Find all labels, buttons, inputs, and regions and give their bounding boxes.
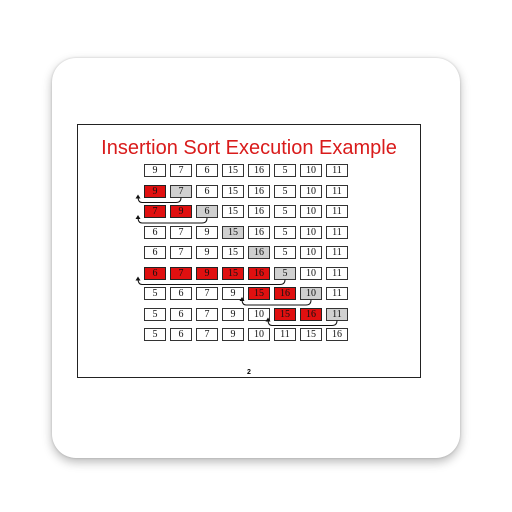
array-cell: 7 [170, 225, 192, 239]
array-cell: 7 [170, 246, 192, 259]
array-cell: 15 [274, 307, 296, 321]
array-cell: 7 [170, 266, 192, 280]
array-cell: 9 [222, 328, 244, 341]
arrow-head [135, 194, 141, 199]
array-cell: 6 [170, 328, 192, 341]
array-cell: 11 [326, 184, 348, 198]
array-cell: 16 [300, 307, 322, 321]
array-cell: 9 [144, 184, 166, 198]
array-cell: 5 [274, 246, 296, 259]
array-cell: 7 [170, 164, 192, 177]
array-cell: 10 [300, 164, 322, 177]
array-cell: 5 [274, 205, 296, 218]
array-cell: 16 [248, 246, 270, 259]
array-cell: 15 [222, 164, 244, 177]
array-cell: 11 [326, 287, 348, 300]
arrow-head [135, 276, 141, 281]
array-cell: 15 [222, 246, 244, 259]
array-cell: 6 [170, 307, 192, 321]
array-cell: 5 [274, 225, 296, 239]
array-cell: 15 [248, 287, 270, 300]
array-cell: 16 [248, 184, 270, 198]
array-cell: 10 [300, 205, 322, 218]
array-cell: 10 [300, 184, 322, 198]
array-cell: 5 [144, 328, 166, 341]
array-cell: 5 [274, 184, 296, 198]
array-cell: 10 [300, 287, 322, 300]
page-number: 2 [247, 369, 251, 376]
array-cell: 10 [300, 225, 322, 239]
array-cell: 7 [196, 287, 218, 300]
array-cell: 9 [144, 164, 166, 177]
array-cell: 16 [248, 266, 270, 280]
array-cell: 9 [222, 287, 244, 300]
array-cell: 9 [222, 307, 244, 321]
array-cell: 11 [326, 266, 348, 280]
array-cell: 9 [170, 205, 192, 218]
arrow-head [135, 215, 141, 219]
array-cell: 15 [222, 225, 244, 239]
array-cell: 15 [222, 184, 244, 198]
array-cell: 11 [326, 164, 348, 177]
array-cell: 5 [144, 287, 166, 300]
array-cell: 7 [170, 184, 192, 198]
array-cell: 6 [144, 246, 166, 259]
array-cell: 16 [274, 287, 296, 300]
array-cell: 9 [196, 266, 218, 280]
array-cell: 10 [248, 328, 270, 341]
array-cell: 6 [144, 266, 166, 280]
array-cell: 7 [196, 328, 218, 341]
array-cell: 10 [300, 246, 322, 259]
array-cell: 15 [222, 205, 244, 218]
array-cell: 11 [274, 328, 296, 341]
array-cell: 5 [274, 266, 296, 280]
array-cell: 16 [248, 225, 270, 239]
array-cell: 16 [326, 328, 348, 341]
array-cell: 11 [326, 307, 348, 321]
array-cell: 11 [326, 205, 348, 218]
array-cell: 7 [196, 307, 218, 321]
array-cell: 6 [144, 225, 166, 239]
array-cell: 16 [248, 205, 270, 218]
array-cell: 5 [144, 307, 166, 321]
array-cell: 6 [196, 164, 218, 177]
array-cell: 15 [300, 328, 322, 341]
array-cell: 15 [222, 266, 244, 280]
array-cell: 11 [326, 246, 348, 259]
array-cell: 10 [248, 307, 270, 321]
slide-title: Insertion Sort Execution Example [101, 137, 397, 159]
array-cell: 6 [196, 205, 218, 218]
array-cell: 9 [196, 246, 218, 259]
array-cell: 6 [196, 184, 218, 198]
array-cell: 16 [248, 164, 270, 177]
array-cell: 11 [326, 225, 348, 239]
array-cell: 5 [274, 164, 296, 177]
array-cell: 10 [300, 266, 322, 280]
array-cell: 9 [196, 225, 218, 239]
array-cell: 7 [144, 205, 166, 218]
array-cell: 6 [170, 287, 192, 300]
